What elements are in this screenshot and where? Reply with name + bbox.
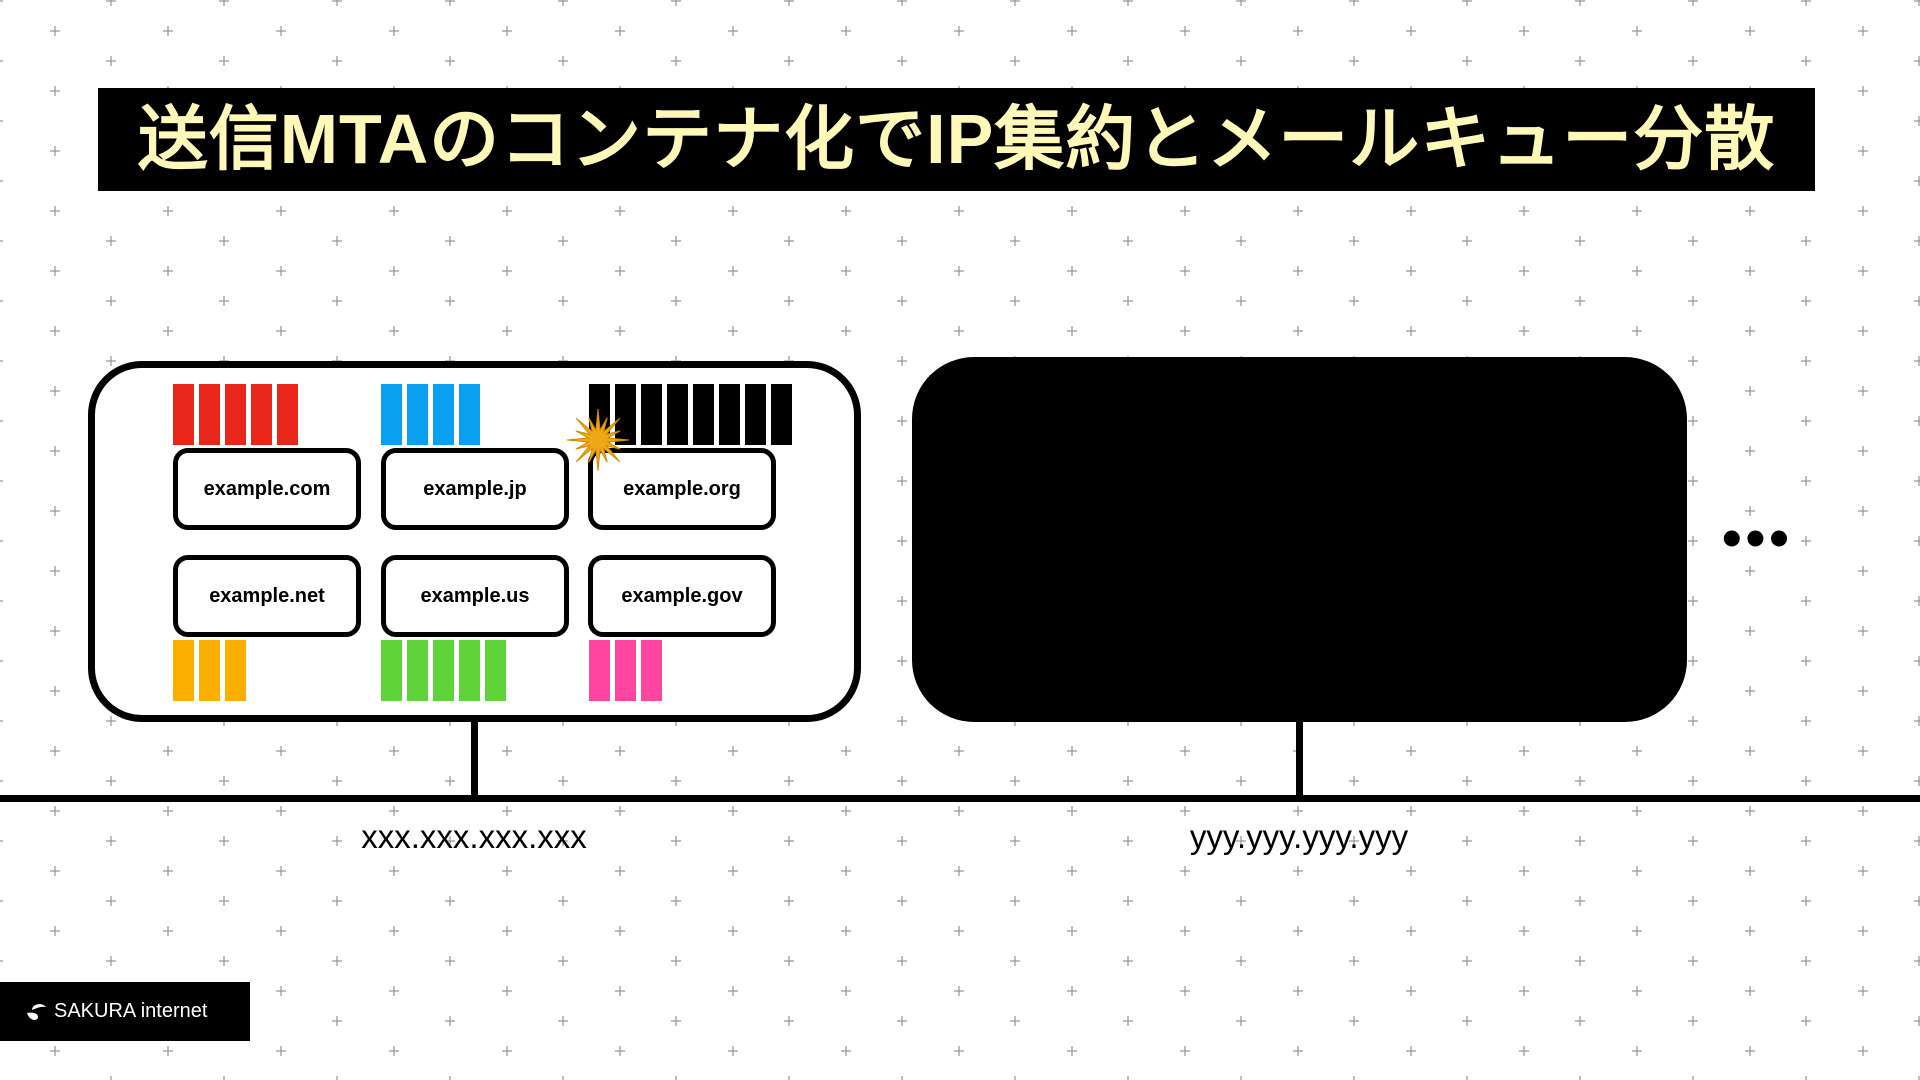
- queued-mail-bar: [277, 384, 298, 445]
- queued-mail-bar: [433, 640, 454, 701]
- queued-mail-bar: [667, 384, 688, 445]
- queued-mail-bar: [173, 384, 194, 445]
- network-line: [0, 795, 1920, 802]
- sakura-internet-logo: SAKURA internet: [0, 982, 250, 1041]
- queued-mail-bar: [173, 640, 194, 701]
- queued-mail-bar: [771, 384, 792, 445]
- host-right-link: [1296, 722, 1303, 801]
- queue-bars-example-jp: [381, 384, 480, 445]
- queued-mail-bar: [251, 384, 272, 445]
- logo-text: SAKURA internet: [54, 1000, 208, 1022]
- queued-mail-bar: [485, 640, 506, 701]
- queued-mail-bar: [641, 640, 662, 701]
- queued-mail-bar: [589, 640, 610, 701]
- domain-box-example-gov: example.gov: [588, 555, 776, 637]
- queued-mail-bar: [459, 640, 480, 701]
- queue-bars-example-gov: [589, 640, 662, 701]
- queued-mail-bar: [199, 384, 220, 445]
- container-host-right: [912, 357, 1687, 722]
- ip-label-right: yyy.yyy.yyy.yyy: [1189, 818, 1409, 855]
- queue-bars-example-org: [589, 384, 792, 445]
- domain-box-example-com: example.com: [173, 448, 361, 530]
- queued-mail-bar: [459, 384, 480, 445]
- queue-bars-example-com: [173, 384, 298, 445]
- queued-mail-bar: [719, 384, 740, 445]
- domain-box-example-us: example.us: [381, 555, 569, 637]
- queued-mail-bar: [381, 384, 402, 445]
- slide-title: 送信MTAのコンテナ化でIP集約とメールキュー分散: [98, 88, 1815, 191]
- ip-label-left: xxx.xxx.xxx.xxx: [361, 818, 587, 855]
- queued-mail-bar: [615, 384, 636, 445]
- queued-mail-bar: [199, 640, 220, 701]
- queued-mail-bar: [407, 384, 428, 445]
- queued-mail-bar: [225, 640, 246, 701]
- queued-mail-bar: [433, 384, 454, 445]
- queued-mail-bar: [381, 640, 402, 701]
- queue-bars-example-net: [173, 640, 246, 701]
- queue-bars-example-us: [381, 640, 506, 701]
- domain-box-example-org: example.org: [588, 448, 776, 530]
- queued-mail-bar: [615, 640, 636, 701]
- domain-box-example-net: example.net: [173, 555, 361, 637]
- queued-mail-bar: [745, 384, 766, 445]
- sakura-logo-icon: [27, 1003, 46, 1020]
- host-left-link: [471, 722, 478, 801]
- queued-mail-bar: [407, 640, 428, 701]
- starburst-icon: [566, 408, 630, 472]
- ellipsis-more: •••: [1722, 506, 1793, 569]
- queued-mail-bar: [225, 384, 246, 445]
- queued-mail-bar: [693, 384, 714, 445]
- domain-box-example-jp: example.jp: [381, 448, 569, 530]
- queued-mail-bar: [641, 384, 662, 445]
